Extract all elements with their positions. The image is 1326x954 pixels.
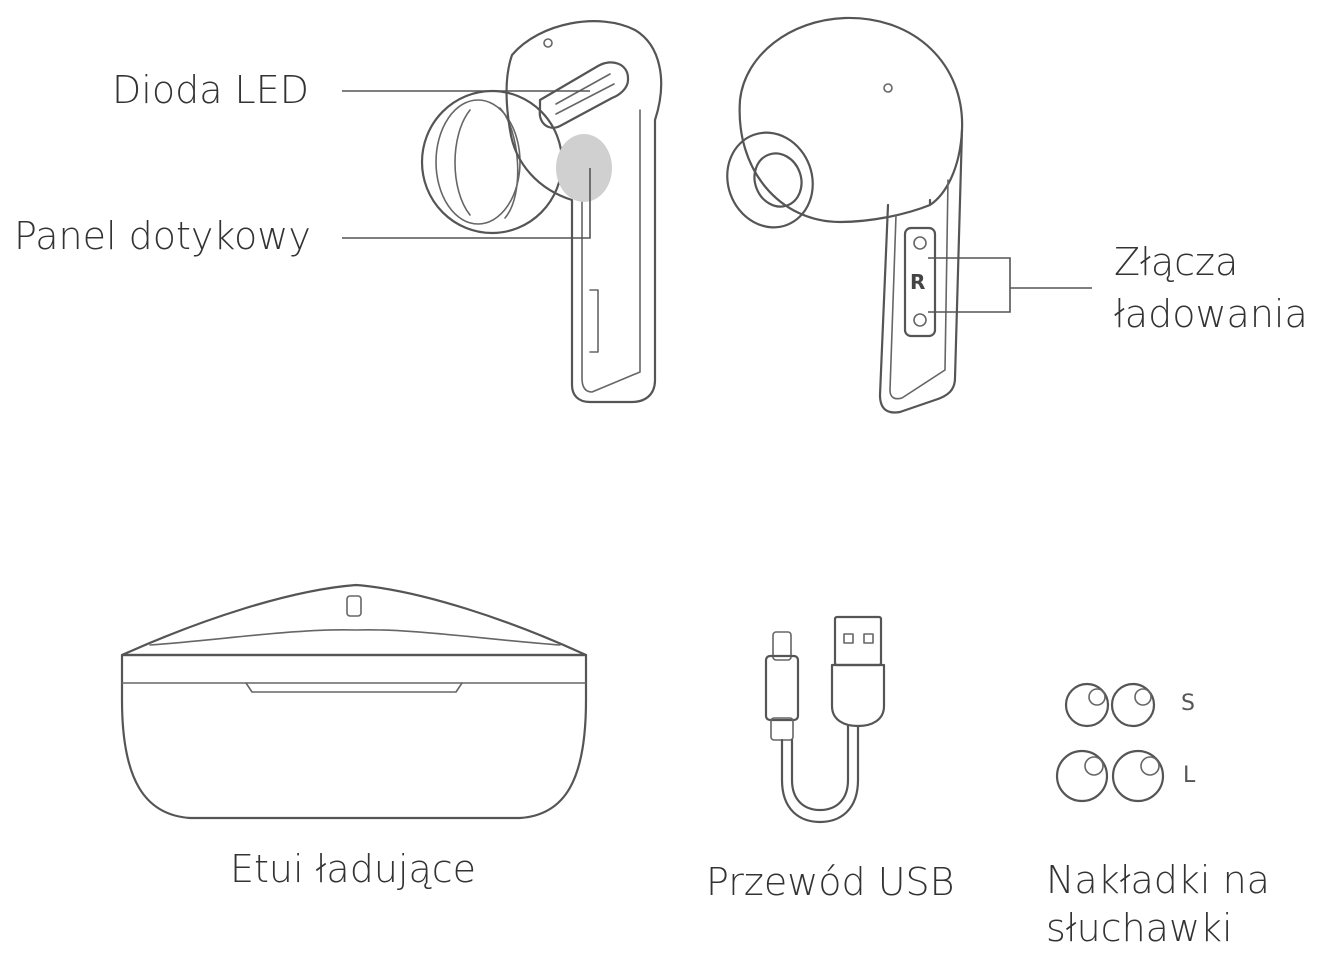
touch-panel-label: Panel dotykowy [14,214,311,258]
ear-tip-large-icon [1055,749,1165,803]
size-large-label: L [1183,763,1196,788]
earbud-front-icon [420,20,663,404]
led-label: Dioda LED [112,68,309,112]
usb-cable-icon [764,615,886,824]
charging-case-icon [120,583,588,820]
size-small-label: S [1181,691,1195,716]
charging-contacts-label-line1: Złącza [1114,240,1239,284]
earbud-side-mark: R [910,270,925,294]
ear-tips-label-line1: Nakładki na [1046,858,1270,902]
leader-lines [342,90,1092,313]
case-label: Etui ładujące [230,847,477,891]
cable-label: Przewód USB [706,860,955,904]
ear-tips-label-line2: słuchawki [1046,906,1233,950]
ear-tip-small-icon [1064,682,1156,728]
ear-tips-icon [1055,682,1165,803]
earbud-back-icon: R [726,16,964,414]
charging-contacts-label-line2: ładowania [1114,292,1308,336]
touch-panel-area [556,134,612,202]
